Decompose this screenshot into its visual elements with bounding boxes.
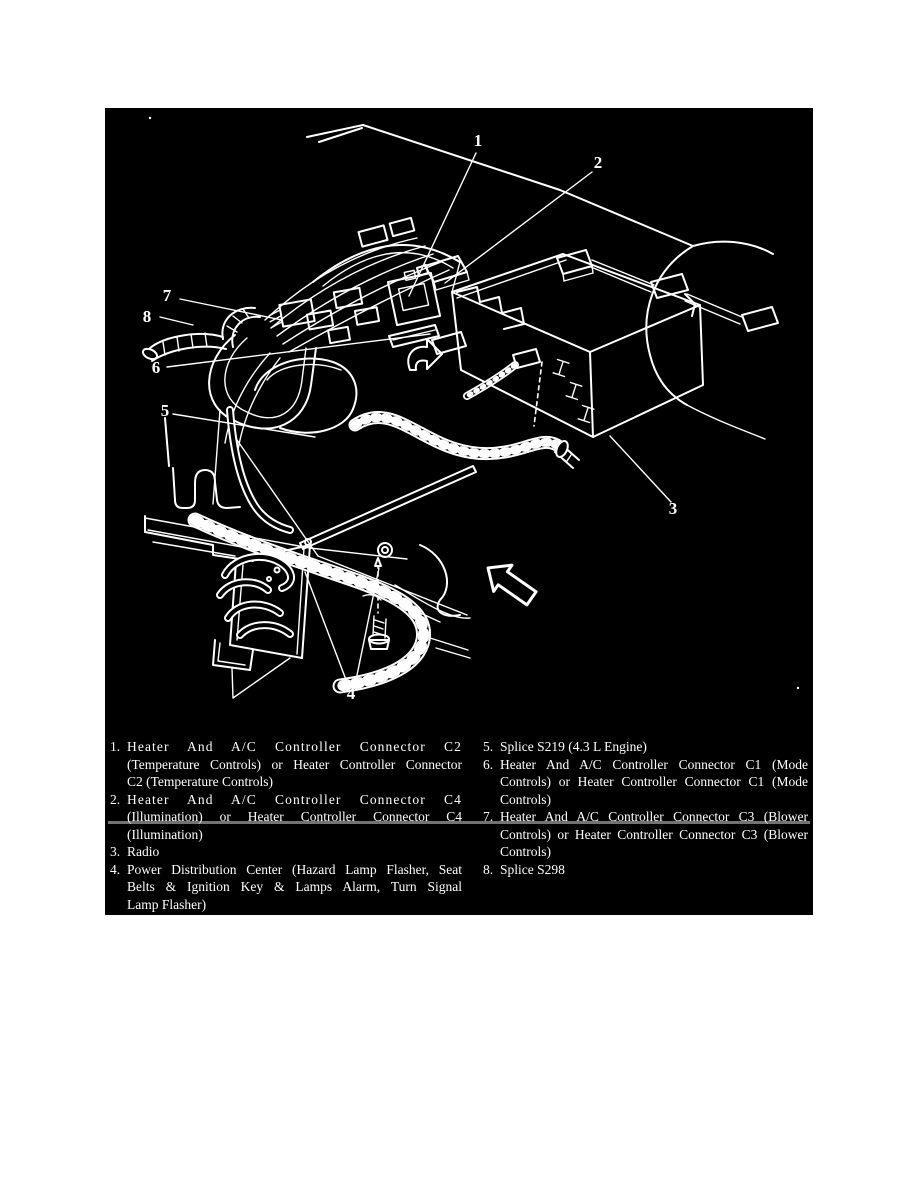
cluster-bracket (456, 286, 525, 330)
legend-item-text: (Illumination) or Heater Controller Conn… (127, 809, 462, 824)
leader-line-6 (166, 333, 431, 368)
callout-label-2: 2 (594, 153, 603, 172)
legend-item-3: 3. Radio (110, 843, 462, 861)
small-connector (353, 306, 381, 326)
legend-item-number: 7. (483, 809, 494, 824)
connector-c2 (386, 269, 442, 327)
callout-label-4: 4 (347, 684, 356, 703)
callout-label-8: 8 (143, 307, 152, 326)
callout-labels: 1 2 3 4 5 6 7 8 (143, 131, 678, 703)
instrument-bezel-arc (645, 240, 774, 440)
leader-lines (159, 152, 672, 686)
legend-item-text: C2 (Temperature Controls) (127, 774, 274, 789)
legend-item-6: 6. Heater And A/C Controller Connector C… (483, 756, 808, 809)
splice-bundle (141, 306, 261, 362)
heater-case (254, 357, 358, 434)
legend-item-1: 1. Heater And A/C Controller Connector C… (110, 738, 462, 791)
callout-label-1: 1 (474, 131, 483, 150)
legend-item-text: Controls) (500, 844, 552, 859)
harness-branch-band (226, 406, 294, 534)
legend-item-number: 3. (110, 844, 121, 859)
leader-line-7 (179, 298, 283, 321)
legend-item-4: 4. Power Distribution Center (Hazard Lam… (110, 861, 462, 914)
ground-strap (299, 465, 477, 550)
radio-clip (577, 404, 595, 424)
legend-item-text: Controls) or Heater Controller Connector… (500, 774, 808, 789)
figure-panel: 1 2 3 4 5 6 7 8 1. Heater And A/ (105, 108, 813, 915)
legend-item-text: Heater And A/C Controller Connector C4 (127, 791, 462, 807)
hvac-control-cluster (224, 216, 525, 451)
legend-item-text: Controls) (500, 791, 552, 807)
legend-item-number: 8. (483, 861, 494, 877)
mounting-bracket-claw (164, 417, 241, 509)
top-connector (388, 216, 416, 238)
leader-line-8 (159, 316, 194, 326)
legend-item-text: Controls) or Heater Controller Connector… (500, 826, 808, 842)
legend-item-number: 1. (110, 739, 121, 754)
legend-item-5: 5. Splice S219 (4.3 L Engine) (483, 738, 808, 756)
legend-item-text: Splice S219 (4.3 L Engine) (500, 739, 647, 754)
radio-clip (552, 358, 570, 378)
conduit-lower (187, 512, 432, 694)
legend-column-right: 5. Splice S219 (4.3 L Engine) 6. Heater … (483, 738, 808, 913)
connector-with-lead (463, 348, 541, 400)
strap-ring (359, 542, 395, 601)
right-side-connector (684, 293, 779, 332)
conduit-upper (348, 411, 569, 461)
legend-item-text: Heater And A/C Controller Connector C2 (127, 739, 462, 754)
callout-label-6: 6 (152, 358, 161, 377)
leader-line-1 (408, 152, 477, 297)
legend-item-text: Splice S298 (500, 861, 565, 877)
leader-line-5 (172, 413, 316, 438)
legend-item-text: (Illumination) (127, 826, 203, 842)
leader-line-3 (609, 435, 672, 503)
legend-item-text: Radio (127, 844, 160, 859)
legend-item-number: 5. (483, 739, 494, 754)
leader-line-4b (354, 567, 380, 686)
radio-clip (565, 381, 583, 401)
scan-speck (796, 686, 800, 690)
coiled-wires (216, 552, 296, 639)
legend-column-left: 1. Heater And A/C Controller Connector C… (110, 738, 462, 913)
legend-item-8: 8. Splice S298 (483, 861, 808, 879)
callout-label-5: 5 (161, 401, 170, 420)
legend-item-number: 6. (483, 756, 494, 772)
duct-outlines (394, 544, 471, 619)
legend-item-text: (Temperature Controls) or Heater Control… (127, 756, 462, 772)
legend-item-text: Heater And A/C Controller Connector C3 (… (500, 809, 808, 824)
legend-item-text: Lamp Flasher) (127, 896, 207, 912)
direction-arrow-icon (486, 563, 538, 607)
leader-line-2 (444, 171, 593, 284)
top-connector (357, 224, 389, 248)
scan-artifact-line (108, 821, 810, 824)
figure-legend: 1. Heater And A/C Controller Connector C… (105, 738, 813, 913)
callout-label-7: 7 (163, 286, 172, 305)
callout-label-3: 3 (669, 499, 678, 518)
legend-item-text: Belts & Ignition Key & Lamps Alarm, Turn… (127, 879, 462, 894)
lower-dash-rails (317, 555, 471, 659)
legend-item-text: Heater And A/C Controller Connector C1 (… (500, 756, 808, 772)
wiring-harness-diagram: 1 2 3 4 5 6 7 8 (141, 116, 800, 703)
legend-item-number: 2. (110, 791, 121, 807)
scan-speck (148, 116, 152, 120)
small-connector (327, 325, 351, 345)
radio-top-connectors (556, 249, 696, 317)
legend-item-number: 4. (110, 861, 121, 877)
radio-unit (451, 253, 704, 469)
small-connector (332, 286, 364, 310)
dash-top-edge (306, 124, 694, 247)
legend-item-7: 7. Heater And A/C Controller Connector C… (483, 808, 808, 861)
dash-rails (144, 409, 408, 562)
legend-item-2: 2. Heater And A/C Controller Connector C… (110, 791, 462, 844)
leader-line-4a (304, 571, 349, 686)
legend-item-text: Power Distribution Center (Hazard Lamp F… (127, 861, 462, 877)
connector-c3 (268, 298, 316, 329)
